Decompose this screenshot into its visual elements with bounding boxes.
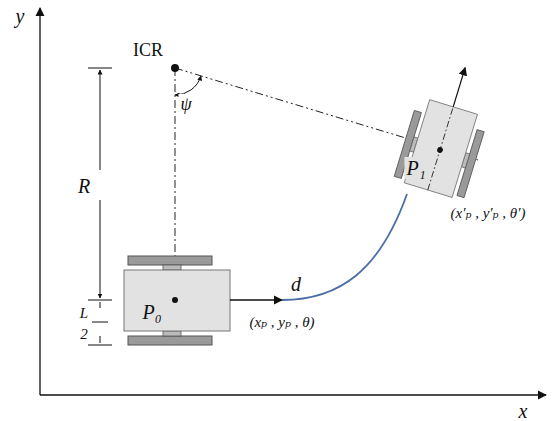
dimension-label: L — [78, 305, 90, 322]
dimension-lines — [88, 68, 112, 345]
x-axis — [40, 394, 546, 395]
pose-label: (xₚ , yₚ , θ) — [247, 314, 316, 331]
pose-label: (x′ₚ , y′ₚ , θ′) — [448, 205, 527, 222]
dimension-label: 2 — [78, 326, 90, 343]
axis-label: y — [14, 5, 27, 27]
angle-label: ψ — [178, 94, 193, 114]
icr-point — [171, 64, 179, 72]
robot-p1 — [393, 57, 500, 201]
robot-label: P₁ — [404, 157, 427, 179]
dimension-label: R — [76, 175, 92, 197]
axis-label: x — [517, 400, 530, 421]
y-axis — [39, 8, 40, 395]
point-label: ICR — [131, 40, 165, 60]
trajectory-curve — [282, 194, 407, 300]
robot-p0 — [124, 256, 282, 345]
fraction-bar — [92, 322, 108, 323]
angle-arc — [175, 76, 201, 95]
path-label: d — [289, 273, 303, 295]
robot-label: P₀ — [140, 301, 163, 323]
